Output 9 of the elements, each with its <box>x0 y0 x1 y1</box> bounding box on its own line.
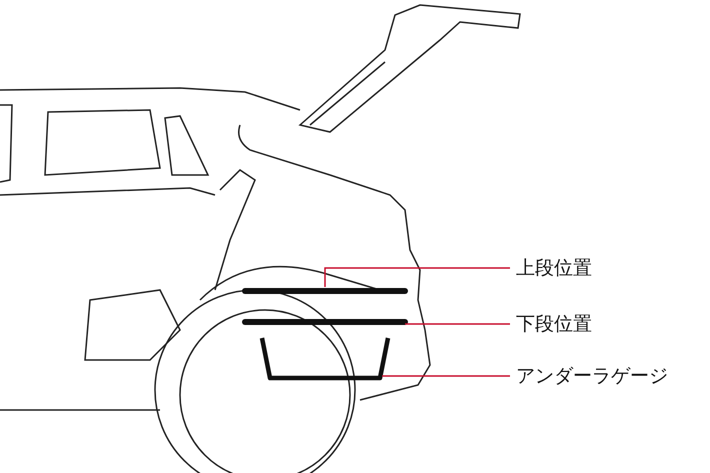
upper-deck-board <box>242 288 408 294</box>
part-label: 下段位置 <box>516 312 592 336</box>
lower-deck-board <box>242 319 408 325</box>
under-luggage-tray <box>260 338 390 380</box>
leader-line <box>324 267 510 287</box>
leader-line <box>382 375 510 377</box>
leader-line <box>405 323 510 325</box>
part-label: 上段位置 <box>516 256 592 280</box>
part-label: アンダーラゲージ <box>516 364 668 388</box>
